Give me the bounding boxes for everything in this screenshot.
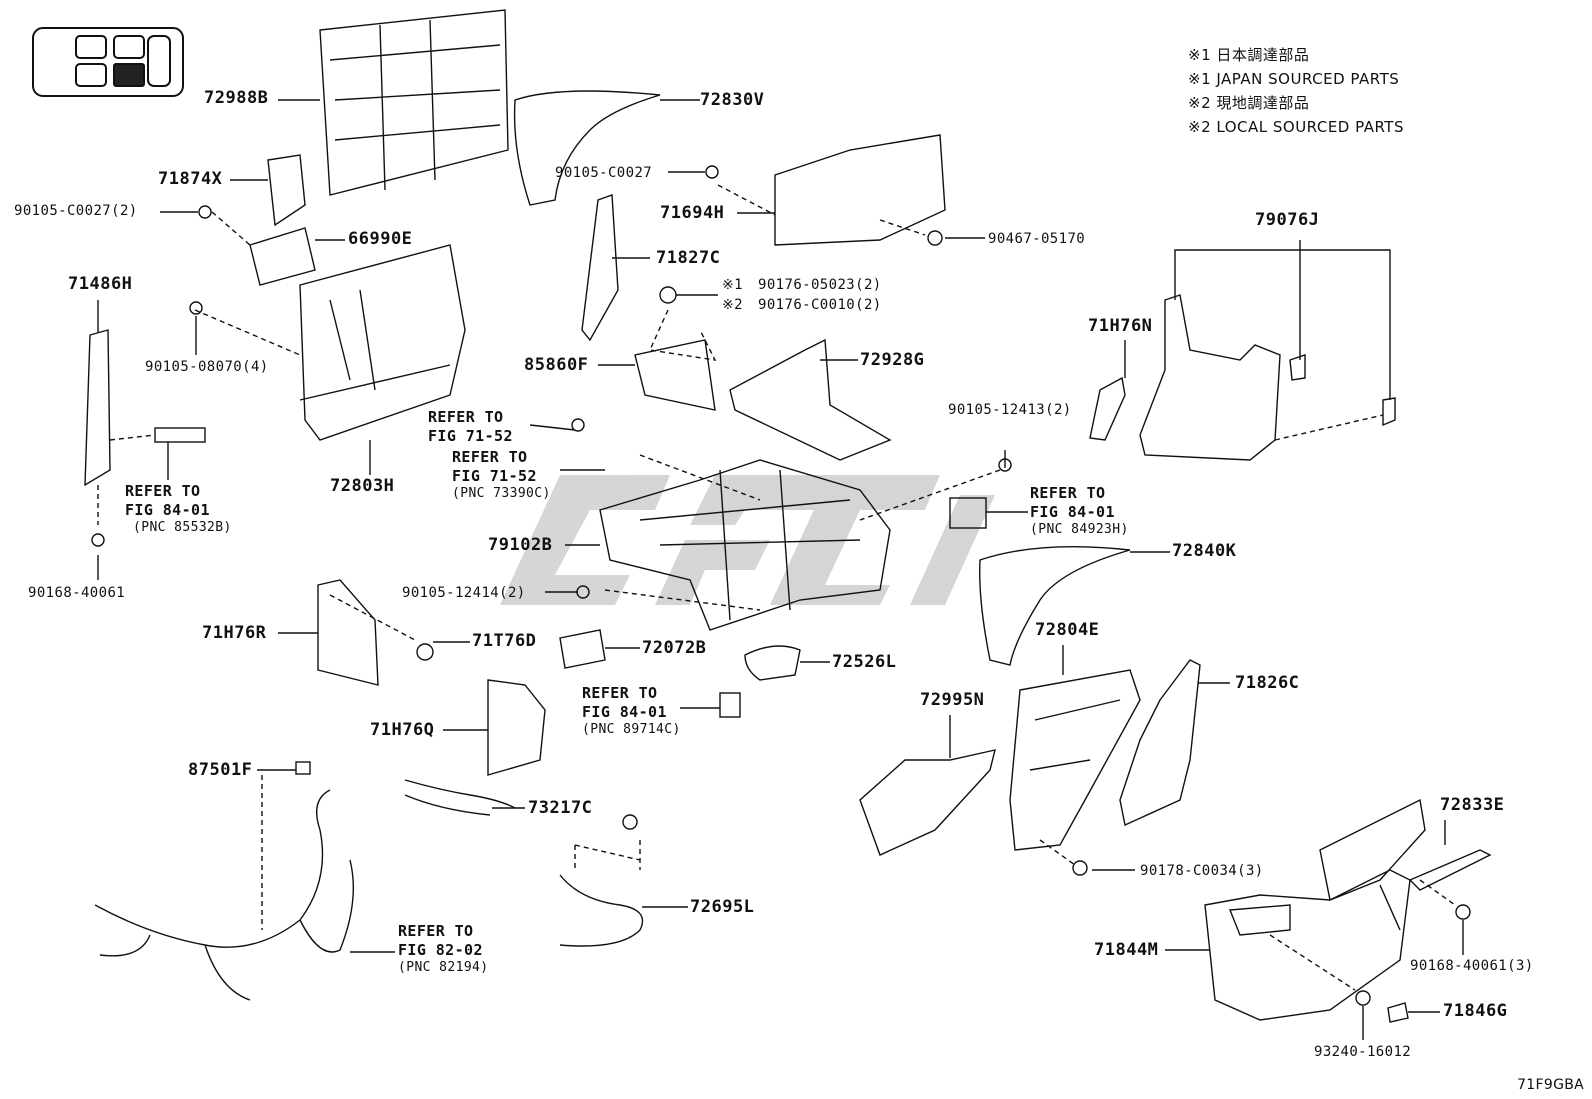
refer-fig-84-01-a[interactable]: REFER TO FIG 84-01 (PNC 85532B)	[125, 482, 232, 536]
part-72804E[interactable]: 72804E	[1035, 620, 1100, 640]
part-71T76D[interactable]: 71T76D	[472, 631, 537, 651]
part-71846G[interactable]: 71846G	[1443, 1001, 1508, 1021]
part-71844M[interactable]: 71844M	[1094, 940, 1159, 960]
part-71H76N[interactable]: 71H76N	[1088, 316, 1153, 336]
refer-line: REFER TO	[452, 448, 528, 466]
refer-line: REFER TO	[398, 922, 474, 940]
part-72833E[interactable]: 72833E	[1440, 795, 1505, 815]
legend-local-sourced-jp: ※2 現地調達部品	[1188, 94, 1310, 112]
local-sourced-mark: ※2	[722, 297, 743, 313]
part-72803H[interactable]: 72803H	[330, 476, 395, 496]
part-72995N[interactable]: 72995N	[920, 690, 985, 710]
refer-line: REFER TO	[1030, 484, 1106, 502]
part-79076J[interactable]: 79076J	[1255, 210, 1320, 230]
part-90105-08070-4[interactable]: 90105-08070(4)	[145, 359, 269, 375]
refer-fig: FIG 71-52	[428, 426, 513, 445]
part-90178-C0034-3[interactable]: 90178-C0034(3)	[1140, 863, 1264, 879]
refer-pnc: (PNC 73390C)	[452, 485, 551, 501]
part-90176-C0010-2[interactable]: 90176-C0010(2)	[758, 297, 882, 313]
part-72988B[interactable]: 72988B	[204, 88, 269, 108]
refer-fig: FIG 71-52	[452, 466, 537, 485]
part-85860F[interactable]: 85860F	[524, 355, 589, 375]
part-71874X[interactable]: 71874X	[158, 169, 223, 189]
refer-fig: FIG 84-01	[582, 702, 667, 721]
part-93240-16012[interactable]: 93240-16012	[1314, 1044, 1412, 1060]
part-72526L[interactable]: 72526L	[832, 652, 897, 672]
part-71486H[interactable]: 71486H	[68, 274, 133, 294]
legend-japan-sourced-jp: ※1 日本調達部品	[1188, 46, 1310, 64]
refer-line: REFER TO	[428, 408, 504, 426]
part-90105-C0027-2[interactable]: 90105-C0027(2)	[14, 203, 138, 219]
refer-pnc: (PNC 89714C)	[582, 721, 681, 737]
refer-fig-84-01-c[interactable]: REFER TO FIG 84-01 (PNC 89714C)	[582, 684, 681, 738]
refer-pnc: (PNC 84923H)	[1030, 521, 1129, 537]
part-72928G[interactable]: 72928G	[860, 350, 925, 370]
vehicle-locator-icon	[32, 27, 184, 97]
refer-line: REFER TO	[582, 684, 658, 702]
part-87501F[interactable]: 87501F	[188, 760, 253, 780]
part-72072B[interactable]: 72072B	[642, 638, 707, 658]
part-66990E[interactable]: 66990E	[348, 229, 413, 249]
part-79102B[interactable]: 79102B	[488, 535, 553, 555]
refer-fig-71-52-a[interactable]: REFER TO FIG 71-52	[428, 408, 513, 446]
figure-code: 71F9GBA	[1517, 1077, 1584, 1093]
legend-local-sourced-en: ※2 LOCAL SOURCED PARTS	[1188, 118, 1404, 136]
part-71827C[interactable]: 71827C	[656, 248, 721, 268]
part-73217C[interactable]: 73217C	[528, 798, 593, 818]
part-71H76R[interactable]: 71H76R	[202, 623, 267, 643]
part-90105-C0027[interactable]: 90105-C0027	[555, 165, 653, 181]
refer-fig-82-02[interactable]: REFER TO FIG 82-02 (PNC 82194)	[398, 922, 489, 976]
legend-japan-sourced-en: ※1 JAPAN SOURCED PARTS	[1188, 70, 1400, 88]
part-90168-40061[interactable]: 90168-40061	[28, 585, 126, 601]
refer-pnc: (PNC 82194)	[398, 959, 489, 975]
part-72840K[interactable]: 72840K	[1172, 541, 1237, 561]
refer-fig: FIG 84-01	[125, 500, 210, 519]
part-71H76Q[interactable]: 71H76Q	[370, 720, 435, 740]
part-71694H[interactable]: 71694H	[660, 203, 725, 223]
japan-sourced-mark: ※1	[722, 277, 743, 293]
refer-fig-71-52-b[interactable]: REFER TO FIG 71-52 (PNC 73390C)	[452, 448, 551, 502]
refer-fig: FIG 84-01	[1030, 502, 1115, 521]
part-71826C[interactable]: 71826C	[1235, 673, 1300, 693]
part-90105-12413-2[interactable]: 90105-12413(2)	[948, 402, 1072, 418]
part-90105-12414-2[interactable]: 90105-12414(2)	[402, 585, 526, 601]
part-72830V[interactable]: 72830V	[700, 90, 765, 110]
part-90176-05023-2[interactable]: 90176-05023(2)	[758, 277, 882, 293]
refer-fig: FIG 82-02	[398, 940, 483, 959]
refer-fig-84-01-b[interactable]: REFER TO FIG 84-01 (PNC 84923H)	[1030, 484, 1129, 538]
refer-line: REFER TO	[125, 482, 201, 500]
refer-pnc: (PNC 85532B)	[133, 519, 232, 535]
part-90467-05170[interactable]: 90467-05170	[988, 231, 1086, 247]
part-72695L[interactable]: 72695L	[690, 897, 755, 917]
part-90168-40061-3[interactable]: 90168-40061(3)	[1410, 958, 1534, 974]
